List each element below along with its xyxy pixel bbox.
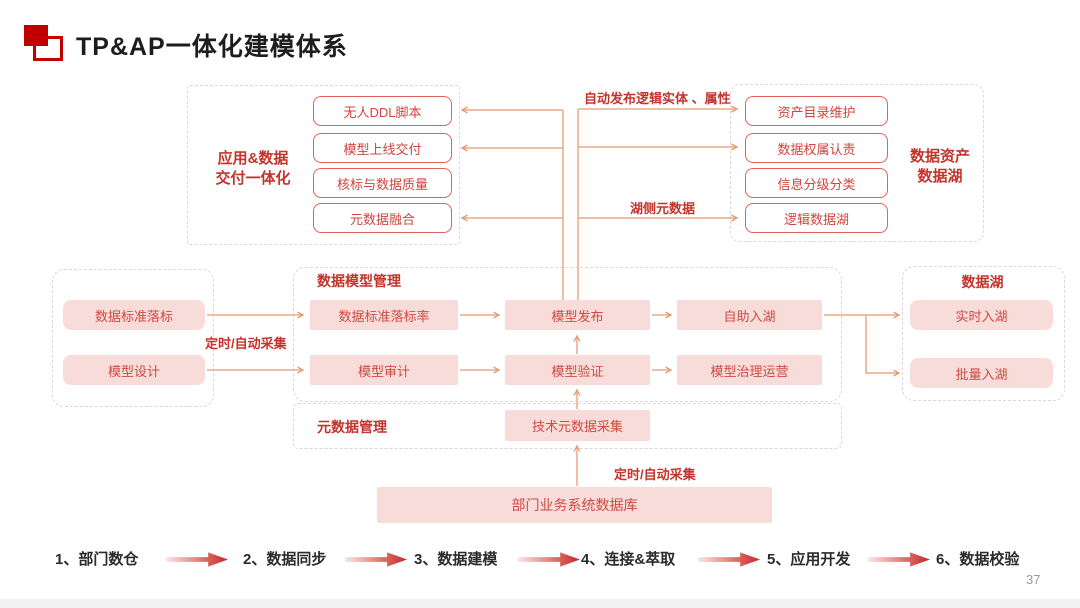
node-data-standard-implementation: 数据标准落标: [63, 300, 205, 330]
step-4: 4、连接&萃取: [581, 551, 676, 568]
node-batch-lake-entry: 批量入湖: [910, 358, 1053, 388]
node-model-publish: 模型发布: [505, 300, 650, 330]
model-mgmt-label: 数据模型管理: [317, 273, 401, 289]
step-2: 2、数据同步: [243, 551, 327, 568]
node-unmanned-ddl-script: 无人DDL脚本: [313, 96, 452, 126]
node-model-online-delivery: 模型上线交付: [313, 133, 452, 163]
lake-group-label: 数据湖: [961, 274, 1004, 290]
step-5: 5、应用开发: [767, 551, 851, 568]
node-model-design: 模型设计: [63, 355, 205, 385]
node-data-standard-rate: 数据标准落标率: [310, 300, 458, 330]
page-title: TP&AP一体化建模体系: [76, 33, 348, 61]
metadata-group-label: 元数据管理: [317, 419, 387, 435]
annotation-timed-collection-left: 定时/自动采集: [205, 336, 287, 351]
node-info-classification: 信息分级分类: [745, 168, 888, 198]
node-data-ownership-accountability: 数据权属认责: [745, 133, 888, 163]
filled-square-icon: [24, 25, 48, 46]
node-model-validation: 模型验证: [505, 355, 650, 385]
delivery-group-label-line1: 应用&数据: [217, 150, 289, 167]
step-6: 6、数据校验: [936, 551, 1020, 568]
node-standard-check-data-quality: 核标与数据质量: [313, 168, 452, 198]
annotation-auto-publish: 自动发布逻辑实体 、属性: [584, 91, 731, 106]
node-self-service-lake-entry: 自助入湖: [677, 300, 822, 330]
node-model-governance-operation: 模型治理运营: [677, 355, 822, 385]
node-realtime-lake-entry: 实时入湖: [910, 300, 1053, 330]
asset-group-label: 数据资产 数据湖: [898, 147, 982, 188]
node-model-audit: 模型审计: [310, 355, 458, 385]
page-number: 37: [1026, 572, 1041, 587]
step-3: 3、数据建模: [414, 551, 498, 568]
bottom-strip: [0, 599, 1080, 608]
annotation-timed-collection-bottom: 定时/自动采集: [614, 467, 696, 482]
annotation-lake-side-metadata: 湖侧元数据: [630, 201, 696, 216]
node-technical-metadata-collection: 技术元数据采集: [505, 410, 650, 441]
node-metadata-fusion: 元数据融合: [313, 203, 452, 233]
title-marker-icon: [24, 25, 63, 61]
asset-group-label-line2: 数据湖: [917, 168, 963, 186]
node-department-business-db: 部门业务系统数据库: [377, 487, 772, 523]
outlined-square-icon: [33, 36, 63, 61]
asset-group-label-line1: 数据资产: [909, 148, 970, 165]
node-logical-data-lake: 逻辑数据湖: [745, 203, 888, 233]
delivery-group-label-line2: 交付一体化: [215, 170, 291, 188]
delivery-group-label: 应用&数据 交付一体化: [198, 149, 308, 190]
node-asset-catalog-maintenance: 资产目录维护: [745, 96, 888, 126]
step-1: 1、部门数仓: [55, 551, 139, 568]
